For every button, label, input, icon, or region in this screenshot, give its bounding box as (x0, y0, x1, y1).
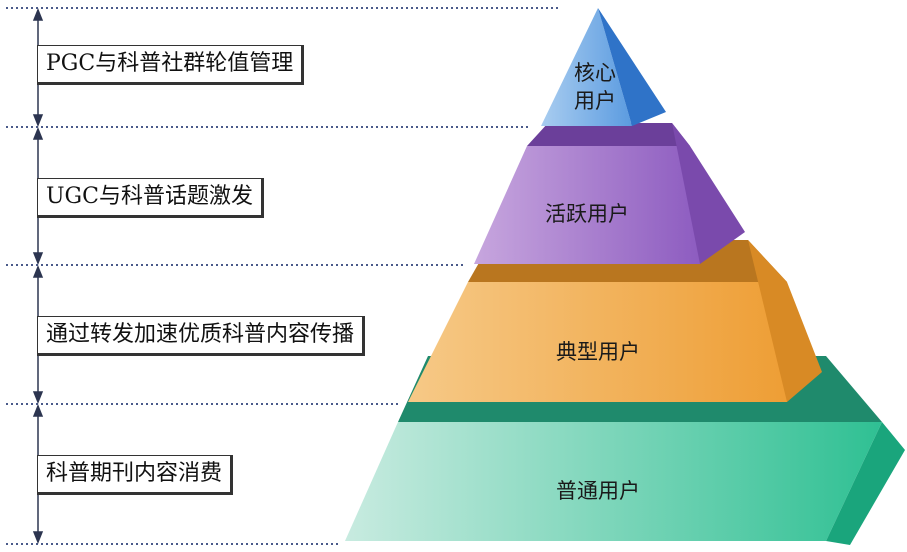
tier-back-face (527, 123, 690, 146)
tier-label-core-line2: 用户 (574, 89, 616, 113)
tier-active-users (474, 123, 745, 264)
tier-label-regular: 普通用户 (556, 479, 640, 503)
tier-typical-users (408, 240, 822, 402)
tier-side-face (672, 123, 745, 264)
tier-front-face (541, 8, 632, 126)
separator-lines (6, 7, 560, 545)
tier-label-core-line1: 核心 (574, 61, 616, 85)
tier-label-typical: 典型用户 (556, 340, 640, 364)
level-description: PGC与科普社群轮值管理 (37, 45, 305, 85)
level-description: 科普期刊内容消费 (37, 455, 234, 495)
tier-front-face (408, 282, 787, 402)
level-description: UGC与科普话题激发 (37, 178, 264, 218)
tier-front-face (474, 146, 700, 264)
level-description: 通过转发加速优质科普内容传播 (37, 316, 366, 356)
tier-side-face (748, 240, 822, 402)
tier-side-face (826, 422, 905, 545)
tier-front-face (345, 422, 882, 541)
tier-label-active: 活跃用户 (545, 202, 629, 226)
tier-side-face (598, 8, 666, 126)
tier-core-users (541, 8, 666, 126)
